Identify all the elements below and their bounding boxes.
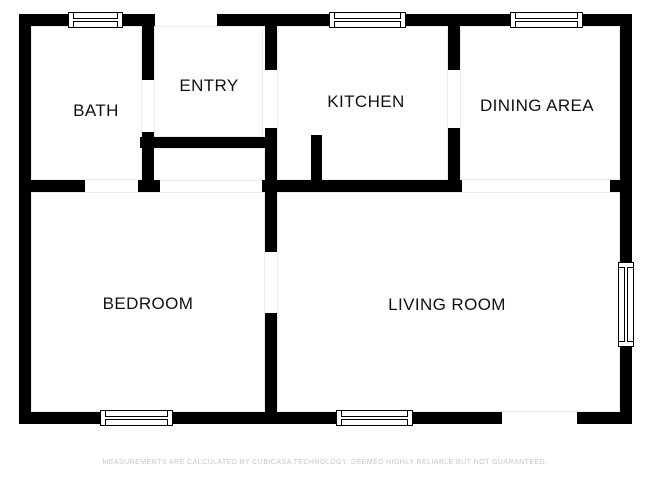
wall-bedroom-divider-lower	[265, 313, 277, 412]
room-floor-bedroom	[31, 192, 265, 412]
wall-bath-bottom	[19, 180, 85, 192]
room-floor-living-room	[277, 192, 620, 412]
room-floor-bath	[31, 26, 142, 180]
room-label-entry: ENTRY	[179, 76, 239, 95]
living-bottom-window-icon	[336, 410, 413, 426]
wall-kitchen-dining-upper	[448, 14, 460, 70]
wall-entry-bottom	[140, 137, 277, 148]
window-glass-line	[341, 416, 408, 420]
room-floor-hall	[152, 148, 265, 181]
room-label-living-room: LIVING ROOM	[388, 295, 506, 314]
floor-plan: BATH ENTRY KITCHEN DINING AREA BEDROOM LIVING…	[19, 12, 634, 426]
room-floor-kitchen	[277, 26, 448, 180]
wall-outer-right	[620, 14, 632, 424]
window-glass-line	[73, 18, 118, 22]
living-right-window-icon	[618, 262, 634, 347]
disclaimer-text: MEASUREMENTS ARE CALCULATED BY CUBICASA …	[102, 459, 548, 466]
wall-kitchen-lower-piece	[311, 135, 322, 192]
wall-kitchen-dining-lower	[448, 128, 460, 192]
wall-bath-bottom-chunk	[138, 180, 160, 192]
room-label-dining-area: DINING AREA	[480, 96, 594, 115]
window-glass-line	[515, 18, 578, 22]
room-label-bath: BATH	[73, 101, 119, 120]
wall-kitchen-bottom	[262, 180, 462, 192]
room-label-kitchen: KITCHEN	[327, 92, 405, 111]
bedroom-window-icon	[100, 410, 173, 426]
wall-dining-bottom-stub	[610, 180, 632, 192]
wall-entry-kitchen-upper	[265, 14, 277, 70]
wall-outer-left	[19, 14, 31, 424]
room-floor-dining-area	[460, 26, 620, 180]
window-glass-line	[624, 267, 628, 342]
wall-bath-right-upper	[142, 14, 154, 80]
bath-window-icon	[68, 12, 123, 28]
dining-window-icon	[510, 12, 583, 28]
wall-outer-bottom-left	[19, 412, 502, 424]
room-floor-entry	[154, 26, 263, 137]
wall-outer-bottom-right	[577, 412, 632, 424]
room-label-bedroom: BEDROOM	[102, 294, 194, 313]
window-glass-line	[105, 416, 168, 420]
kitchen-window-icon	[329, 12, 406, 28]
window-glass-line	[334, 18, 401, 22]
